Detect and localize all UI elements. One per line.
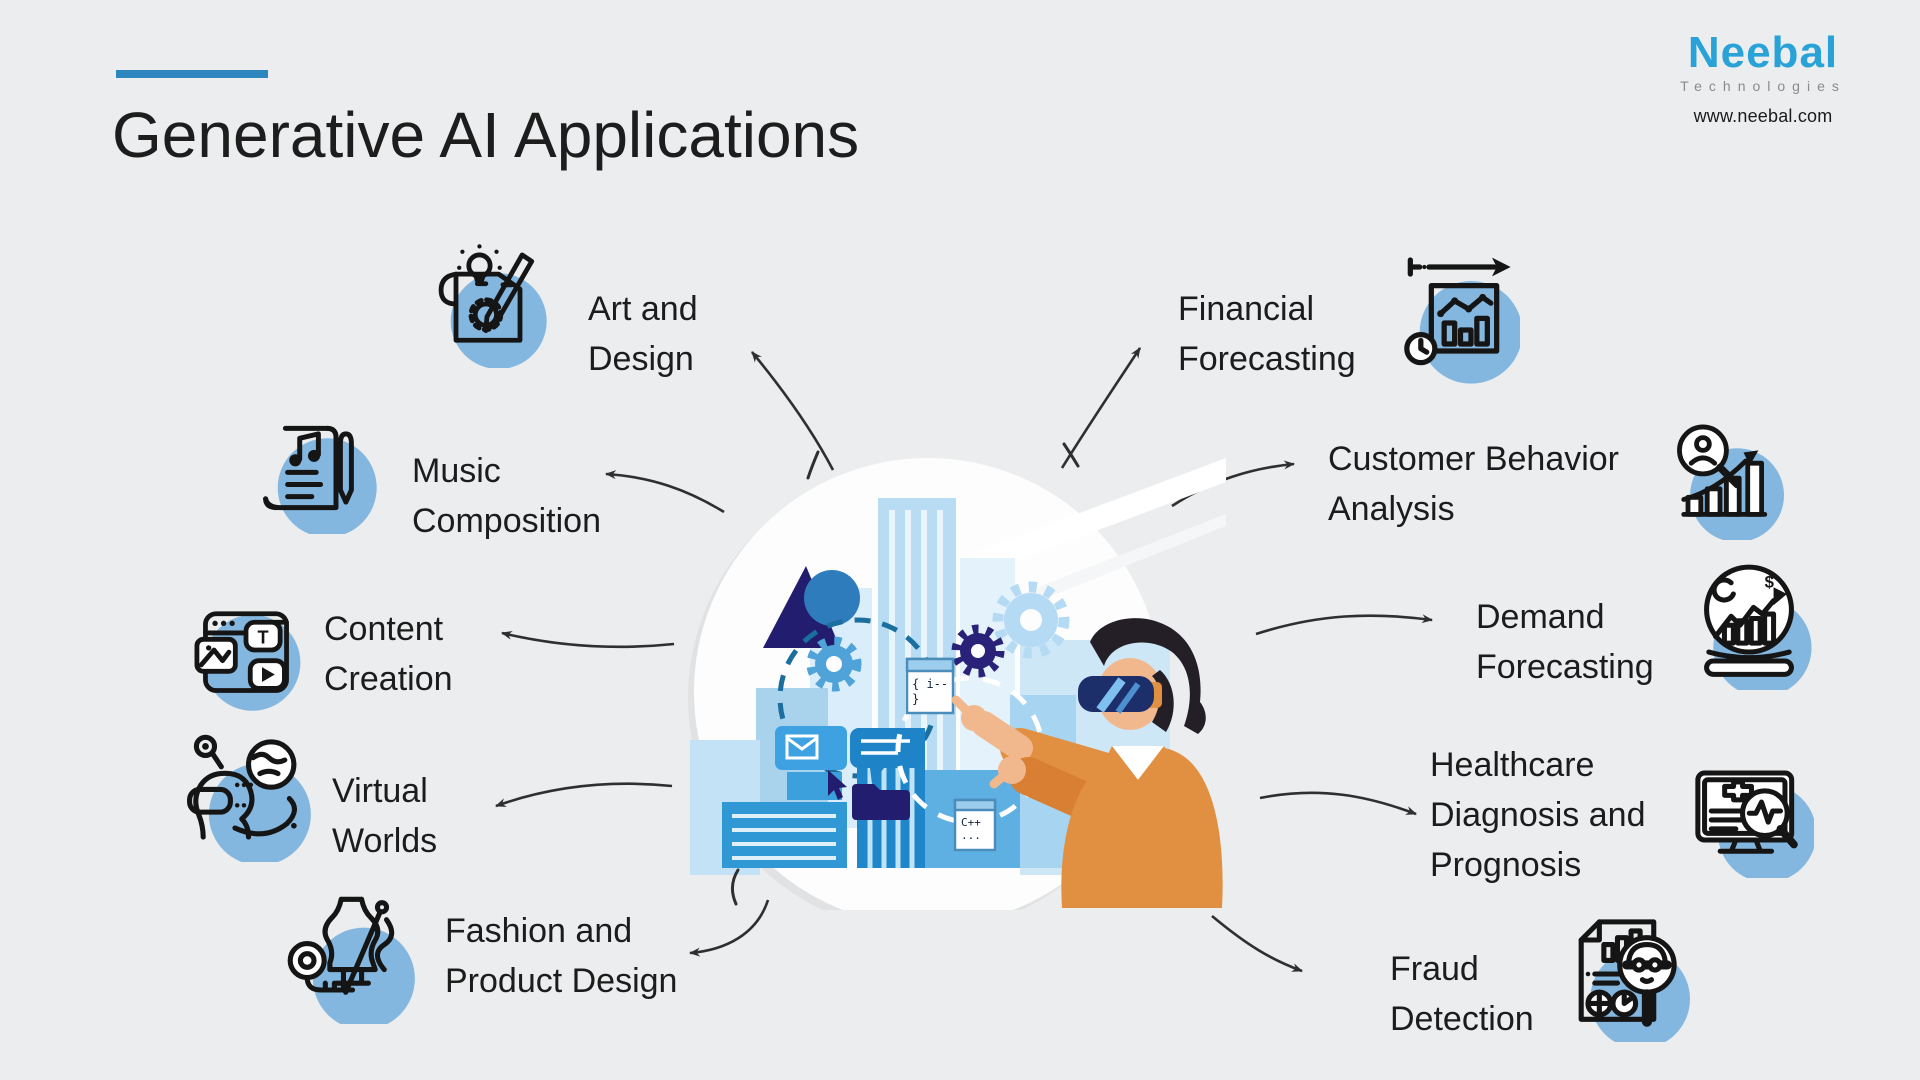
logo-wordmark: Neebal xyxy=(1687,28,1839,77)
svg-text:}: } xyxy=(912,692,919,706)
person-magnifier-growth-chart-icon xyxy=(1677,424,1784,540)
scroll-lightbulb-gear-pencil-icon xyxy=(438,244,547,368)
item-label: Healthcare Diagnosis and Prognosis xyxy=(1430,746,1646,884)
arrow-to-healthcare-diagnosis xyxy=(1259,791,1417,816)
chart-clock-forecast-arrow-icon xyxy=(1404,257,1520,384)
title-accent-line xyxy=(116,70,268,78)
browser-text-video-icon: T xyxy=(194,611,301,711)
arrow-to-customer-behavior-analysis xyxy=(1171,460,1295,508)
svg-text:T: T xyxy=(258,628,269,648)
item-label: Music Composition xyxy=(412,452,601,540)
item-label: Fraud Detection xyxy=(1390,950,1534,1038)
item-label: Customer Behavior Analysis xyxy=(1328,440,1620,528)
crystal-ball-trend-chart-icon: $ xyxy=(1704,564,1812,690)
arrow-to-demand-forecasting xyxy=(1255,614,1433,636)
svg-text:$: $ xyxy=(1765,572,1775,591)
svg-text:C++: C++ xyxy=(961,816,981,829)
item-label: Financial Forecasting xyxy=(1178,290,1356,378)
logo-website-url: www.neebal.com xyxy=(1693,106,1833,127)
code-window: { i-- } xyxy=(905,657,955,715)
folder-icon xyxy=(852,784,910,820)
gear-icon xyxy=(806,581,1070,692)
svg-text:{ i--: { i-- xyxy=(912,677,948,691)
item-label: Art and Design xyxy=(588,290,698,378)
item-label: Fashion and Product Design xyxy=(445,912,678,1000)
logo-tagline: Technologies xyxy=(1680,78,1846,95)
item-label: Virtual Worlds xyxy=(332,772,438,860)
arrow-to-art-design xyxy=(750,351,835,471)
vr-head-globe-orbit-icon xyxy=(187,734,311,862)
code-window-cpp: C++ ... xyxy=(953,798,997,852)
item-label: Demand Forecasting xyxy=(1476,598,1654,686)
arrow-to-fraud-detection xyxy=(1211,915,1303,973)
central-illustration-person-vr-city: { i-- } C++ ... xyxy=(688,442,1226,910)
company-logo: Neebal Technologies www.neebal.com xyxy=(1648,28,1878,127)
medical-monitor-pulse-magnifier-icon xyxy=(1695,770,1814,878)
item-label: Content Creation xyxy=(324,610,453,698)
page-title: Generative AI Applications xyxy=(112,99,860,171)
arrow-to-content-creation xyxy=(501,630,675,649)
message-envelope-panel xyxy=(775,726,924,784)
sheet-music-pen-icon xyxy=(263,425,377,534)
arrow-to-music-composition xyxy=(605,470,725,514)
report-magnifier-thief-icon xyxy=(1578,919,1690,1042)
arrow-to-virtual-worlds xyxy=(495,782,673,808)
person-vr-headset xyxy=(951,618,1223,908)
cursor-icon xyxy=(828,770,847,800)
svg-text:...: ... xyxy=(961,829,981,842)
mannequin-tape-needle-icon xyxy=(287,896,415,1024)
arrow-to-fashion-product-design xyxy=(689,899,770,957)
